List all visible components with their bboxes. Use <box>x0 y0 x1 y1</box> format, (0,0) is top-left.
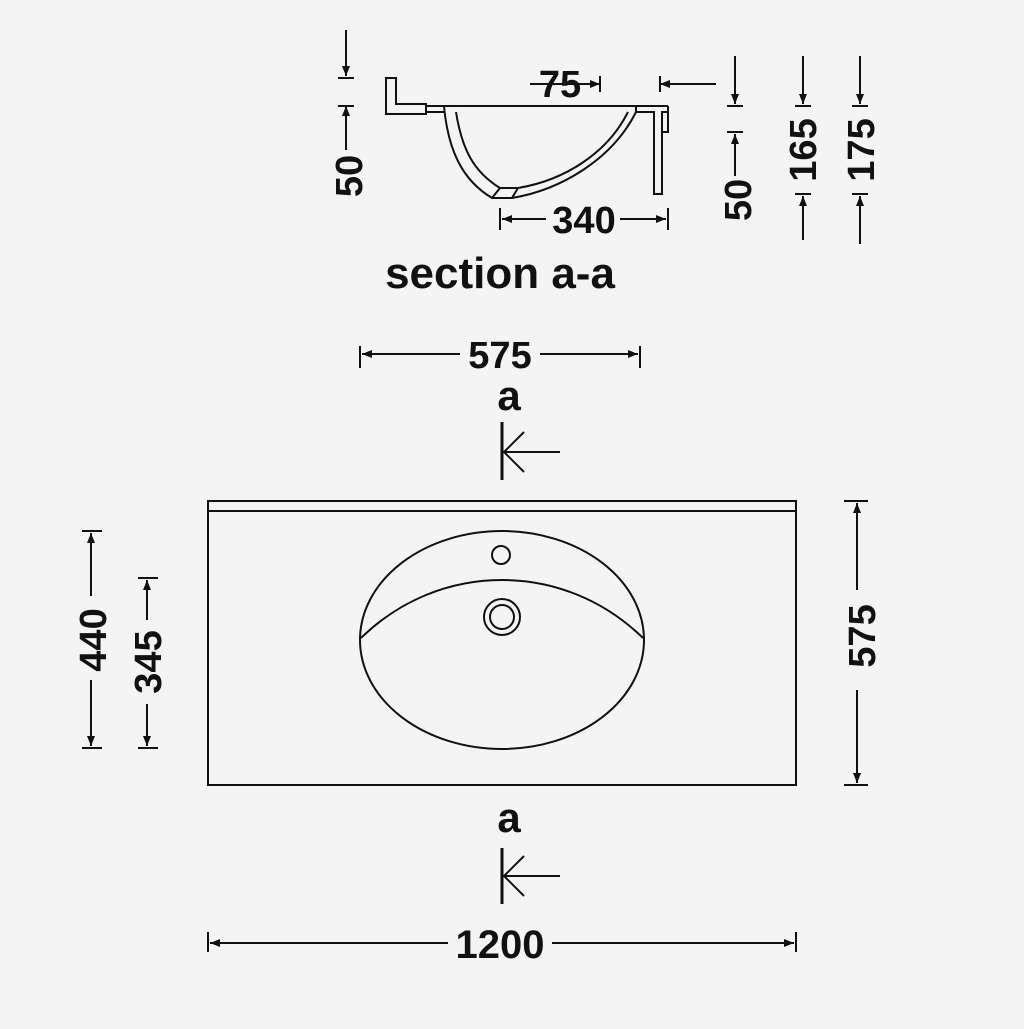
dim-left-50-label: 50 <box>329 155 371 197</box>
countertop <box>207 500 797 786</box>
dim-340: 340 <box>499 200 669 242</box>
section-view: 75 340 50 50 <box>329 30 883 298</box>
section-cut-marker-top: a <box>497 372 560 480</box>
dim-left-50: 50 <box>329 30 371 197</box>
section-profile <box>385 77 669 199</box>
tap-hole <box>491 545 511 565</box>
dim-345-label: 345 <box>128 630 170 693</box>
dim-right-575: 575 <box>842 500 884 786</box>
dim-top-575: 575 <box>359 335 641 377</box>
dim-75: 75 <box>530 64 716 106</box>
dim-175: 175 <box>841 56 883 244</box>
dim-440: 440 <box>73 530 115 749</box>
dim-75-label: 75 <box>539 64 581 106</box>
dim-165-label: 165 <box>783 118 825 181</box>
cut-label-top: a <box>497 372 521 419</box>
dim-right-50: 50 <box>718 56 760 221</box>
dim-345: 345 <box>128 577 170 749</box>
section-cut-marker-bottom: a <box>497 794 560 904</box>
plan-view: 575 a 575 <box>73 335 884 967</box>
dim-340-label: 340 <box>552 200 615 242</box>
dim-right-575-label: 575 <box>842 604 884 667</box>
cut-label-bottom: a <box>497 794 521 841</box>
dim-1200-label: 1200 <box>456 923 545 967</box>
dim-top-575-label: 575 <box>468 335 531 377</box>
drain-inner <box>489 604 515 630</box>
dim-1200: 1200 <box>207 923 797 967</box>
dim-175-label: 175 <box>841 118 883 181</box>
dim-right-50-label: 50 <box>718 179 760 221</box>
dim-165: 165 <box>783 56 825 240</box>
section-title: section a-a <box>385 249 615 298</box>
drain-outer <box>483 598 521 636</box>
dim-440-label: 440 <box>73 608 115 671</box>
basin <box>359 530 645 750</box>
